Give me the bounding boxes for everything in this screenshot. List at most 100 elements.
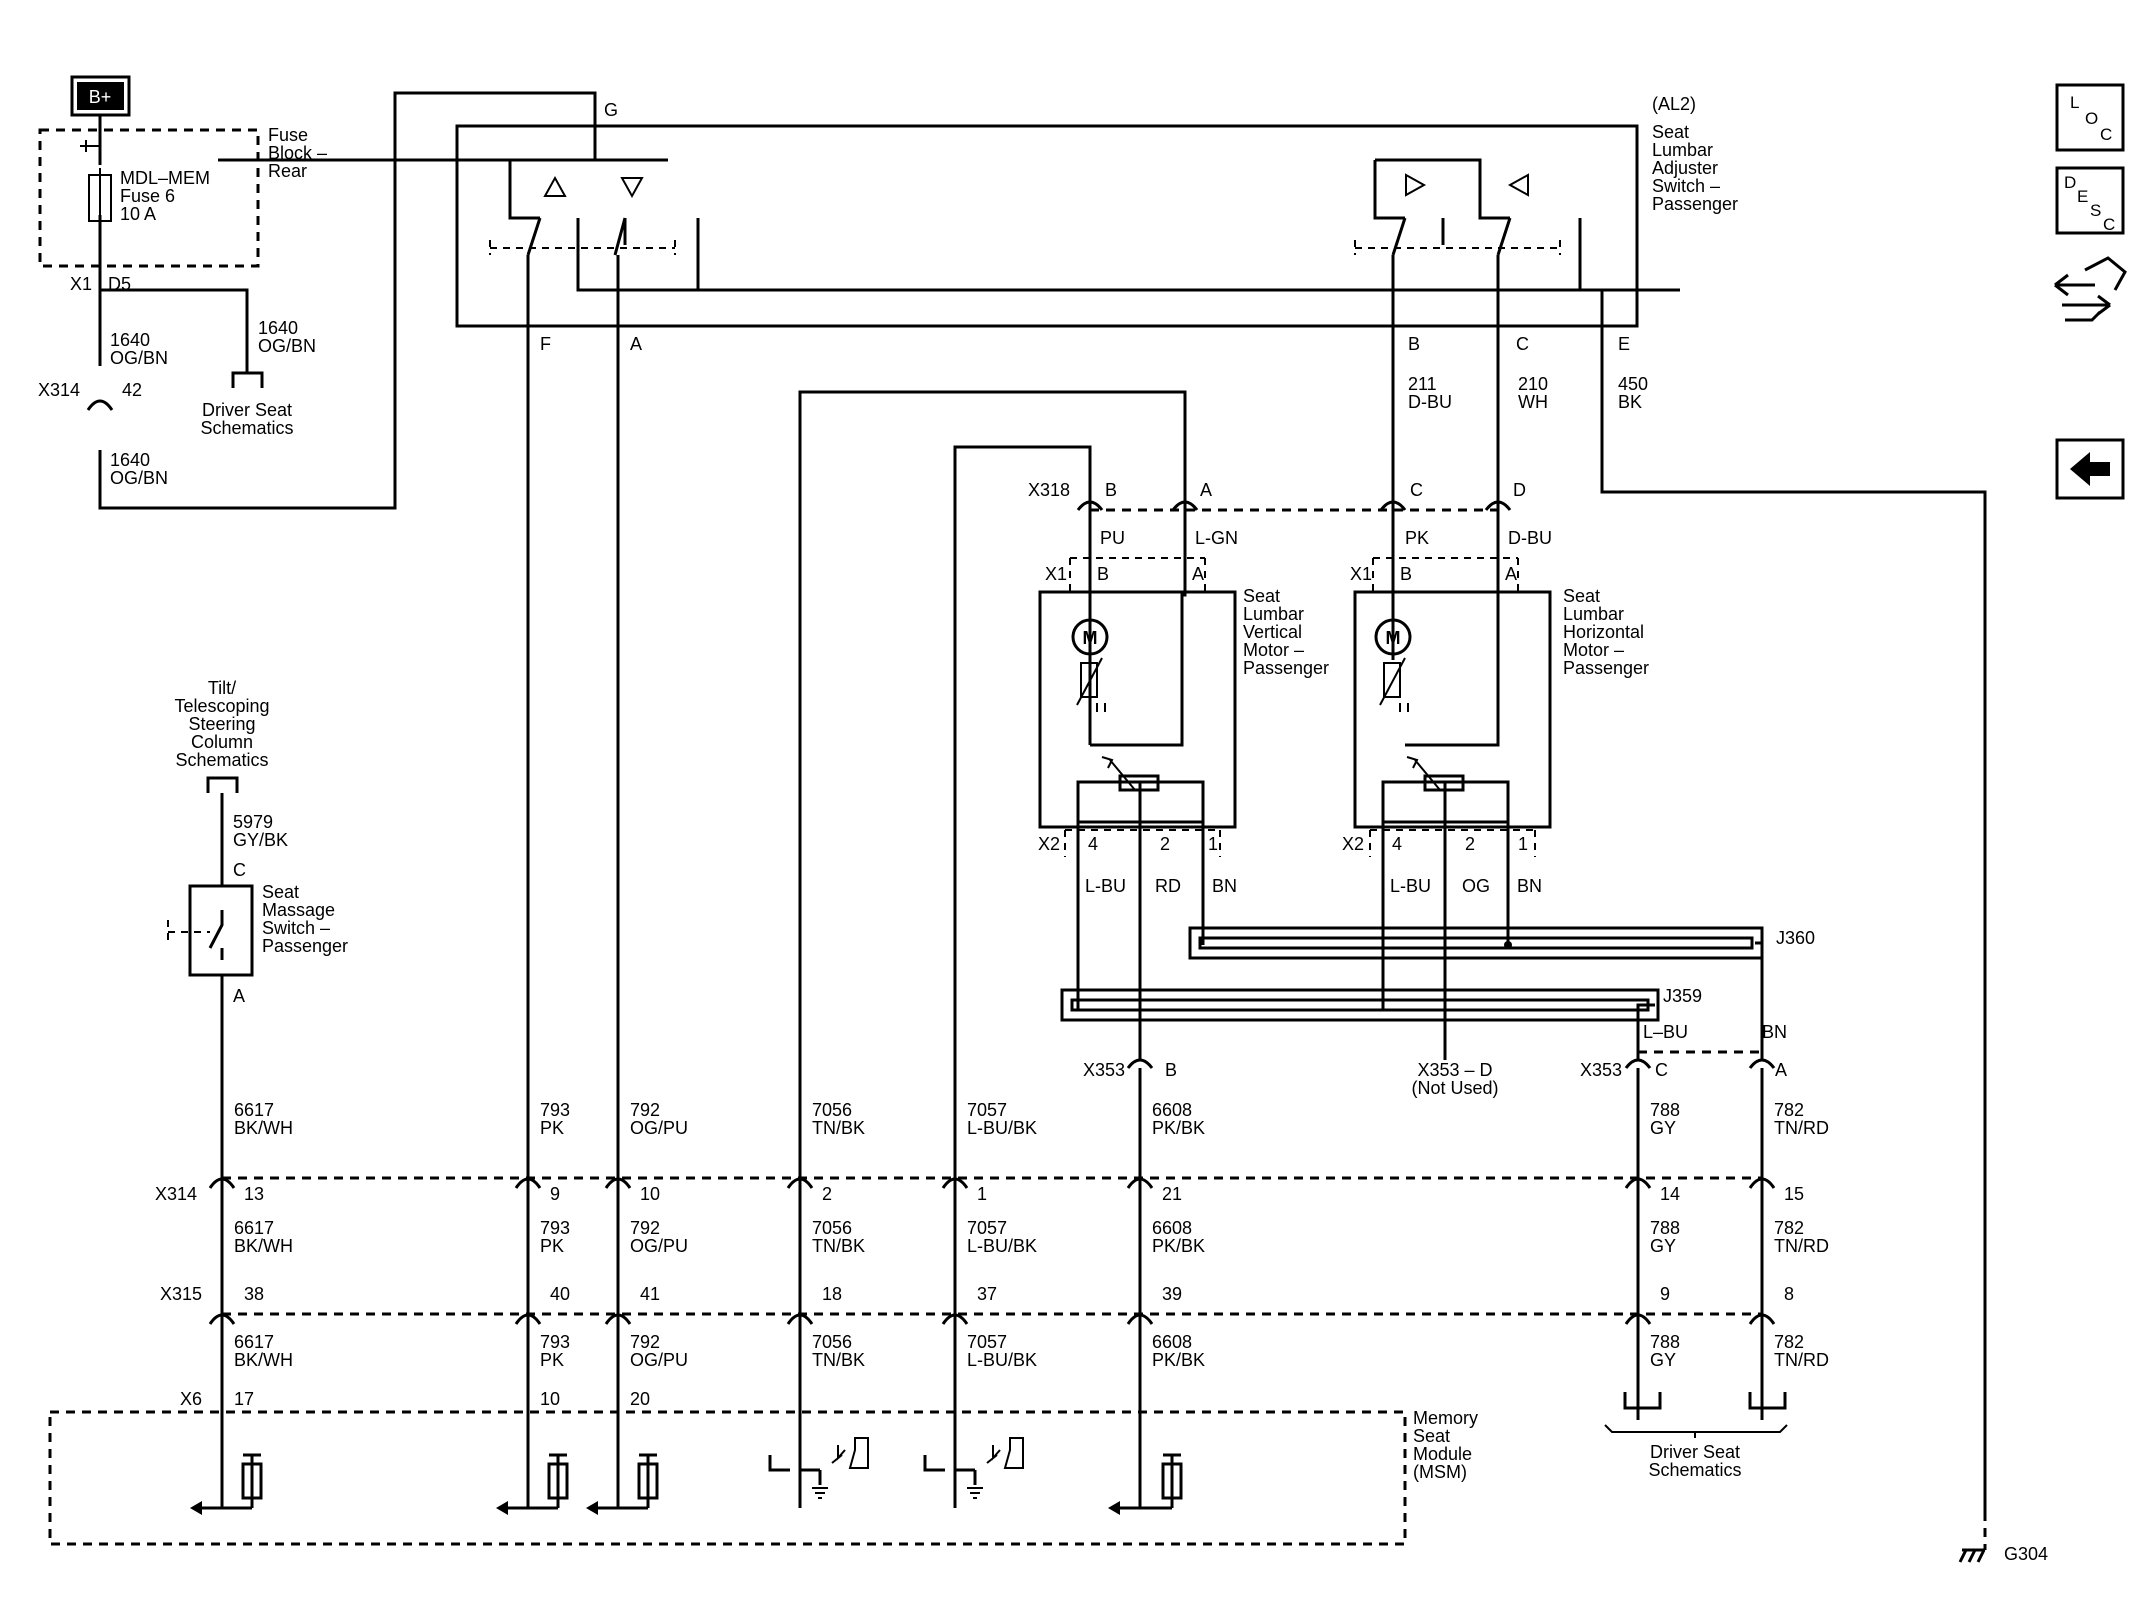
svg-text:X1: X1 [1045, 564, 1067, 584]
ground-label: G304 [2004, 1544, 2048, 1564]
back-arrow-icon [2070, 452, 2110, 486]
switch-bus-extra [696, 218, 1582, 290]
ground-icon [1958, 1548, 1986, 1563]
svg-text:B: B [1097, 564, 1109, 584]
j359-label: J359 [1663, 986, 1702, 1006]
seat-horizontal-sensor-icon [986, 1437, 1024, 1469]
massage-title: Seat Massage Switch – Passenger [262, 882, 348, 956]
circuit-6617-pin-icon-1 [208, 1313, 236, 1325]
circuit-793-x314-pin: 9 [550, 1184, 560, 1204]
vertical-up-arrow-icon [543, 175, 567, 197]
location-nav-button[interactable]: L O C [2055, 83, 2125, 152]
circuit-788-num-2: 788 [1650, 1332, 1680, 1352]
back-nav-button[interactable] [2055, 438, 2125, 500]
circuit-782-x315-pin: 8 [1784, 1284, 1794, 1304]
circuit-782-x314-pin: 15 [1784, 1184, 1804, 1204]
massage-pin-a: A [233, 986, 245, 1006]
ground-wire-450 [1600, 290, 1987, 1515]
x353-bn: BN [1762, 1022, 1787, 1042]
svg-text:X2: X2 [1342, 834, 1364, 854]
circuit-792-x6-pin: 20 [630, 1389, 650, 1409]
svg-text:L: L [2070, 93, 2079, 112]
svg-text:A: A [1505, 564, 1517, 584]
x353-b-conn: X353 [1083, 1060, 1125, 1080]
x318-color-lgn: L-GN [1195, 528, 1238, 548]
circuit-793-num-0: 793 [540, 1100, 570, 1120]
x318-pin-d: D [1513, 480, 1526, 500]
circuit-6617-num-2: 6617 [234, 1332, 274, 1352]
fuse-conn-label: X1 [70, 274, 92, 294]
svg-text:BN: BN [1517, 876, 1542, 896]
circuit-7057-num-1: 7057 [967, 1218, 1007, 1238]
x318-conn: X318 [1028, 480, 1070, 500]
circuit-7057-pin-icon-0 [941, 1177, 969, 1189]
circuit-782-pin-icon-0 [1748, 1177, 1776, 1189]
driver-seat-ref-1: Driver Seat [202, 400, 292, 420]
svg-text:X1: X1 [1350, 564, 1372, 584]
circuit-6617-num-1: 6617 [234, 1218, 274, 1238]
circuit-7056-pin-icon-1 [786, 1313, 814, 1325]
tilt-ref-3: Steering [188, 714, 255, 734]
circuit-782-color-0: TN/RD [1774, 1118, 1829, 1138]
circuit-782-pin-icon-1 [1748, 1313, 1776, 1325]
svg-text:O: O [2085, 109, 2098, 128]
tilt-ref-5: Schematics [175, 750, 268, 770]
switch-pin-g: G [604, 100, 618, 120]
massage-wire-color: GY/BK [233, 830, 288, 850]
x353-d-label: X353 – D [1417, 1060, 1492, 1080]
circuit-7057-x315-pin: 37 [977, 1284, 997, 1304]
svg-text:S: S [2090, 201, 2101, 220]
fuse-conn-pin: D5 [108, 274, 131, 294]
circuit-columns: 6617BK/WH6617BK/WH6617BK/WH133817793PK79… [208, 1100, 1829, 1409]
circuit-793-pin-icon-1 [514, 1313, 542, 1325]
x353-pin-icons [1126, 1058, 1776, 1069]
circuit-793-num-1: 793 [540, 1218, 570, 1238]
circuit-788-color-1: GY [1650, 1236, 1676, 1256]
circuit-788-pin-icon-0 [1624, 1177, 1652, 1189]
fuse-block-title: Fuse Block – Rear [268, 125, 332, 181]
circuit-6608-num-0: 6608 [1152, 1100, 1192, 1120]
x318-pin-c: C [1410, 480, 1423, 500]
switch-ref: (AL2) [1652, 94, 1696, 114]
circuit-7056-x314-pin: 2 [822, 1184, 832, 1204]
svg-text:E: E [2077, 187, 2088, 206]
horizontal-switch-link [1354, 240, 1561, 255]
circuit-7056-num-1: 7056 [812, 1218, 852, 1238]
x353-c-conn: X353 [1580, 1060, 1622, 1080]
wire-210-color: WH [1518, 392, 1548, 412]
motor-h-title: Seat Lumbar Horizontal Motor – Passenger [1563, 586, 1649, 678]
msm-title: Memory Seat Module (MSM) [1413, 1408, 1483, 1482]
seat-vertical-sensor-icon [831, 1437, 869, 1469]
circuit-792-pin-icon-1 [604, 1313, 632, 1325]
circuit-6617-color-0: BK/WH [234, 1118, 293, 1138]
circuit-6617-x314-pin: 13 [244, 1184, 264, 1204]
circuit-788-num-0: 788 [1650, 1100, 1680, 1120]
feed-branch-color: OG/BN [258, 336, 316, 356]
x318-pin-a: A [1200, 480, 1212, 500]
circuit-6608-pin-icon-1 [1126, 1313, 1154, 1325]
circuit-788-color-0: GY [1650, 1118, 1676, 1138]
svg-text:B: B [1400, 564, 1412, 584]
circuit-7057-color-1: L-BU/BK [967, 1236, 1037, 1256]
circuit-793-x315-pin: 40 [550, 1284, 570, 1304]
connector-flow-icon[interactable] [2054, 256, 2127, 322]
circuit-7056-color-0: TN/BK [812, 1118, 865, 1138]
massage-switch-actuator [167, 920, 210, 945]
circuit-6608-color-2: PK/BK [1152, 1350, 1205, 1370]
circuit-782-color-1: TN/RD [1774, 1236, 1829, 1256]
circuit-6608-num-1: 6608 [1152, 1218, 1192, 1238]
svg-text:D: D [2064, 173, 2076, 192]
circuit-782-num-0: 782 [1774, 1100, 1804, 1120]
wire-211-num: 211 [1408, 374, 1437, 394]
circuit-788-color-2: GY [1650, 1350, 1676, 1370]
motor-v-title: Seat Lumbar Vertical Motor – Passenger [1243, 586, 1329, 678]
circuit-793-num-2: 793 [540, 1332, 570, 1352]
driver-seat-bottom-connector-icons [1623, 1392, 1787, 1410]
x318-color-dbu: D-BU [1508, 528, 1552, 548]
x318-color-pk: PK [1405, 528, 1429, 548]
circuit-6608-pin-icon-0 [1126, 1177, 1154, 1189]
circuit-792-pin-icon-0 [604, 1177, 632, 1189]
description-nav-button[interactable]: D E S C [2055, 166, 2125, 235]
feed-top-color: OG/BN [110, 348, 168, 368]
driver-seat-bottom-ref-2: Schematics [1648, 1460, 1741, 1480]
